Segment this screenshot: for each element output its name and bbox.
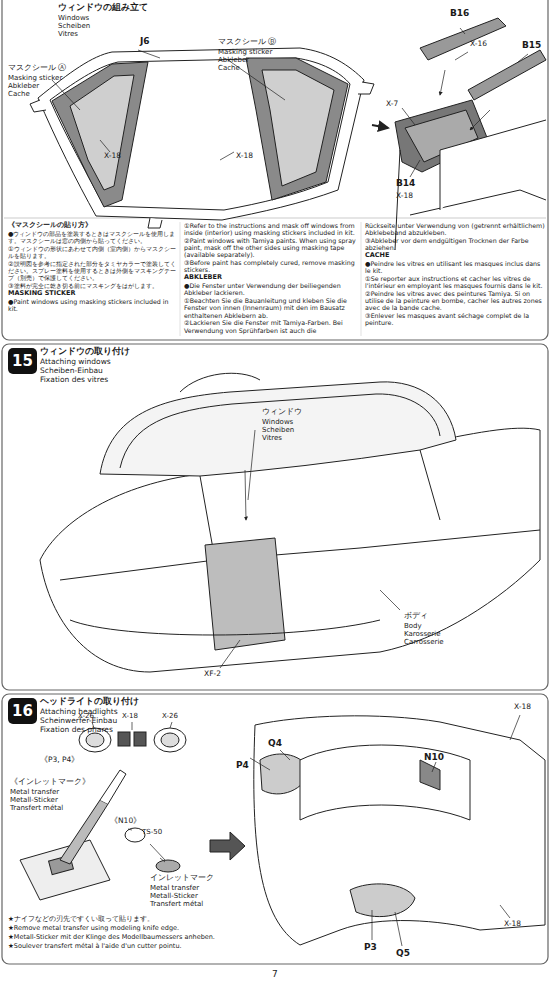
- label-text: ★ナイフなどの刃先ですくい取って貼ります。: [8, 916, 154, 923]
- label-text: ウィンドウ: [262, 408, 302, 417]
- label-text: ②説明図を参考に指定された部分をタミヤカラーで塗装してください。スプレー塗料を使…: [8, 260, 176, 282]
- label-text: Vitres: [262, 434, 282, 442]
- label-text: ③Before paint has completely cured, remo…: [184, 259, 356, 273]
- label-text: ③Abkleber vor dem endgültigen Trocknen d…: [365, 237, 545, 251]
- step-number-text: 15: [12, 352, 33, 370]
- label-text: Cache: [218, 64, 240, 72]
- label-text: ①Se reporter aux instructions et cacher …: [365, 275, 545, 289]
- label-text: CACHE: [365, 252, 545, 259]
- label-text: Karosserie: [404, 630, 441, 638]
- label-text: ●Paint windows using masking stickers in…: [8, 298, 176, 312]
- label-text: ボディ: [404, 612, 428, 621]
- label-text: ★Metall-Sticker mit der Klinge des Model…: [8, 934, 215, 941]
- label-text: マスクシール Ⓑ: [218, 38, 276, 47]
- label-text: ●ウィンドウの部品を塗装するときはマスクシールを使用します。マスクシールは窓の内…: [8, 230, 176, 244]
- label-text: X-18: [122, 712, 138, 720]
- label-text: TS-50: [142, 828, 162, 836]
- label-text: Metal transfer: [150, 884, 199, 892]
- label-text: Q5: [396, 948, 410, 958]
- label-text: Abkleber: [218, 56, 249, 64]
- text-column: Rückseite unter Verwendung von (getrennt…: [365, 222, 545, 327]
- label-text: ①ウィンドウの形状にあわせて内側（室内側）からマスクシールを貼ります。: [8, 245, 176, 259]
- label-text: ①Refer to the instructions and mask off …: [184, 222, 356, 236]
- label-text: X-26: [78, 712, 94, 720]
- label-text: ②Peindre les vitres avec des peintures T…: [365, 290, 545, 312]
- label-text: P3: [364, 942, 377, 952]
- label-text: 7: [272, 969, 278, 979]
- label-text: X-18: [104, 152, 121, 161]
- label-text: N10: [424, 752, 444, 762]
- label-text: P4: [236, 760, 249, 770]
- label-text: ★Soulever transfert métal à l'aide d'un …: [8, 943, 182, 950]
- label-text: X-18: [236, 152, 253, 161]
- label-text: J6: [140, 36, 150, 46]
- label-text: ③塗料が完全に乾き切る前にマスキングをはがします。: [8, 282, 176, 289]
- label-text: Rückseite unter Verwendung von (getrennt…: [365, 222, 545, 236]
- label-text: ②Lackieren Sie die Fenster mit Tamiya-Fa…: [184, 319, 356, 333]
- label-text: Scheiben-Einbau: [40, 367, 103, 376]
- label-text: 《N10》: [110, 817, 141, 826]
- text-column: 《マスクシールの貼り方》●ウィンドウの部品を塗装するときはマスクシールを使用しま…: [8, 222, 176, 313]
- label-text: Carrosserie: [404, 638, 444, 646]
- label-text: ウィンドウの取り付け: [40, 347, 130, 357]
- label-text: ●Peindre les vitres en utilisant les mas…: [365, 260, 545, 274]
- label-text: Transfert métal: [150, 900, 203, 908]
- label-text: ヘッドライトの取り付け: [40, 697, 139, 707]
- label-text: B15: [522, 40, 541, 50]
- label-text: Metall-Sticker: [10, 796, 58, 804]
- label-text: X-18: [514, 703, 531, 712]
- label-text: Body: [404, 622, 422, 630]
- label-text: 《P3, P4》: [40, 756, 79, 765]
- label-text: Windows: [58, 14, 89, 22]
- label-text: Attaching windows: [40, 358, 111, 367]
- label-text: ★Remove metal transfer using modeling kn…: [8, 925, 179, 932]
- label-text: ●Die Fenster unter Verwendung der beilie…: [184, 282, 356, 296]
- label-text: XF-2: [204, 670, 221, 679]
- step-number: 16: [8, 698, 37, 724]
- label-text: X-18: [504, 920, 521, 929]
- text-column: ①Refer to the instructions and mask off …: [184, 222, 356, 334]
- label-text: Scheiben: [262, 426, 294, 434]
- step-number: 15: [8, 348, 37, 374]
- label-text: ②Paint windows with Tamiya paints. When …: [184, 237, 356, 259]
- label-text: Vitres: [58, 30, 78, 38]
- label-text: X-26: [162, 712, 178, 720]
- label-text: Scheiben: [58, 22, 90, 30]
- label-text: B14: [396, 178, 415, 188]
- label-text: 《インレットマーク》: [10, 778, 90, 787]
- label-text: マスクシール Ⓐ: [8, 64, 66, 73]
- label-text: ③Enlever les masques avant séchage compl…: [365, 312, 545, 326]
- label-text: Windows: [262, 418, 293, 426]
- label-text: X-7: [386, 100, 398, 109]
- label-text: Abkleber: [8, 82, 39, 90]
- label-text: X-16: [470, 40, 487, 49]
- label-text: Metall-Sticker: [150, 892, 198, 900]
- step-number-text: 16: [12, 702, 33, 720]
- label-text: Fixation des phares: [40, 726, 113, 735]
- label-text: MASKING STICKER: [8, 290, 176, 297]
- label-text: B16: [450, 8, 469, 18]
- label-text: Masking sticker: [218, 48, 272, 56]
- label-text: Masking sticker: [8, 74, 62, 82]
- label-text: ウィンドウの組み立て: [58, 3, 148, 13]
- label-text: Transfert métal: [10, 804, 63, 812]
- label-text: ABKLEBER: [184, 274, 356, 281]
- label-text: Fixation des vitres: [40, 376, 108, 385]
- label-text: ①Beachten Sie die Bauanleitung und klebe…: [184, 297, 356, 319]
- label-text: Cache: [8, 90, 30, 98]
- label-text: インレットマーク: [150, 874, 214, 883]
- label-text: X-18: [396, 192, 413, 201]
- label-text: 《マスクシールの貼り方》: [8, 222, 176, 229]
- label-text: Metal transfer: [10, 788, 59, 796]
- label-text: Q4: [268, 738, 282, 748]
